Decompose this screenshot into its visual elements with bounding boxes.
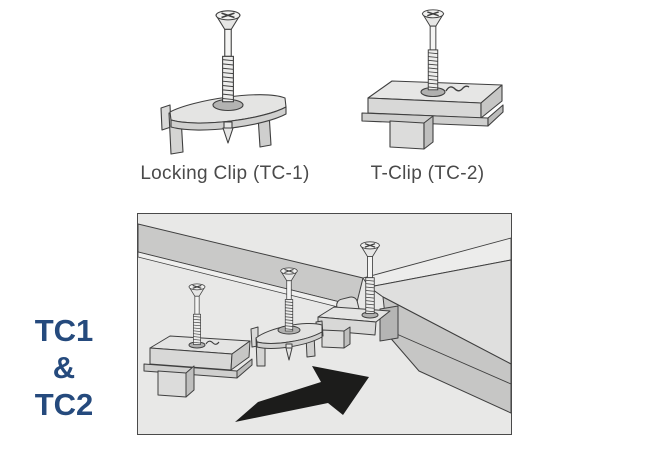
stem-side (423, 115, 434, 150)
lip-end (487, 104, 504, 127)
screw-point (222, 127, 234, 144)
screw-icon (188, 283, 206, 346)
t-clip-icon (143, 335, 253, 398)
side-label-line-1: TC1 (34, 313, 94, 348)
bar-end-face (480, 84, 503, 119)
clip-front-edge (170, 106, 287, 131)
direction-arrow-icon (235, 366, 369, 422)
t-clip-illustration (361, 9, 504, 150)
t-clip-label: T-Clip (TC-2) (370, 163, 485, 184)
side-label-line-2: & (52, 350, 76, 385)
locking-clip-label: Locking Clip (TC-1) (140, 163, 310, 184)
locking-clip-illustration (160, 9, 287, 155)
screw-icon (421, 9, 445, 91)
side-label: TC1 & TC2 (6, 312, 122, 423)
inserted-clip-icon (317, 306, 391, 349)
installation-frame (137, 213, 512, 435)
screw-icon (215, 9, 241, 103)
locking-clip-icon (250, 320, 324, 367)
spring-squiggle (445, 85, 470, 92)
installation-diagram (138, 223, 511, 422)
side-label-line-3: TC2 (34, 387, 94, 422)
screw-shank-below (223, 121, 233, 129)
deck-board-left (138, 223, 364, 312)
stem-front (389, 120, 425, 150)
